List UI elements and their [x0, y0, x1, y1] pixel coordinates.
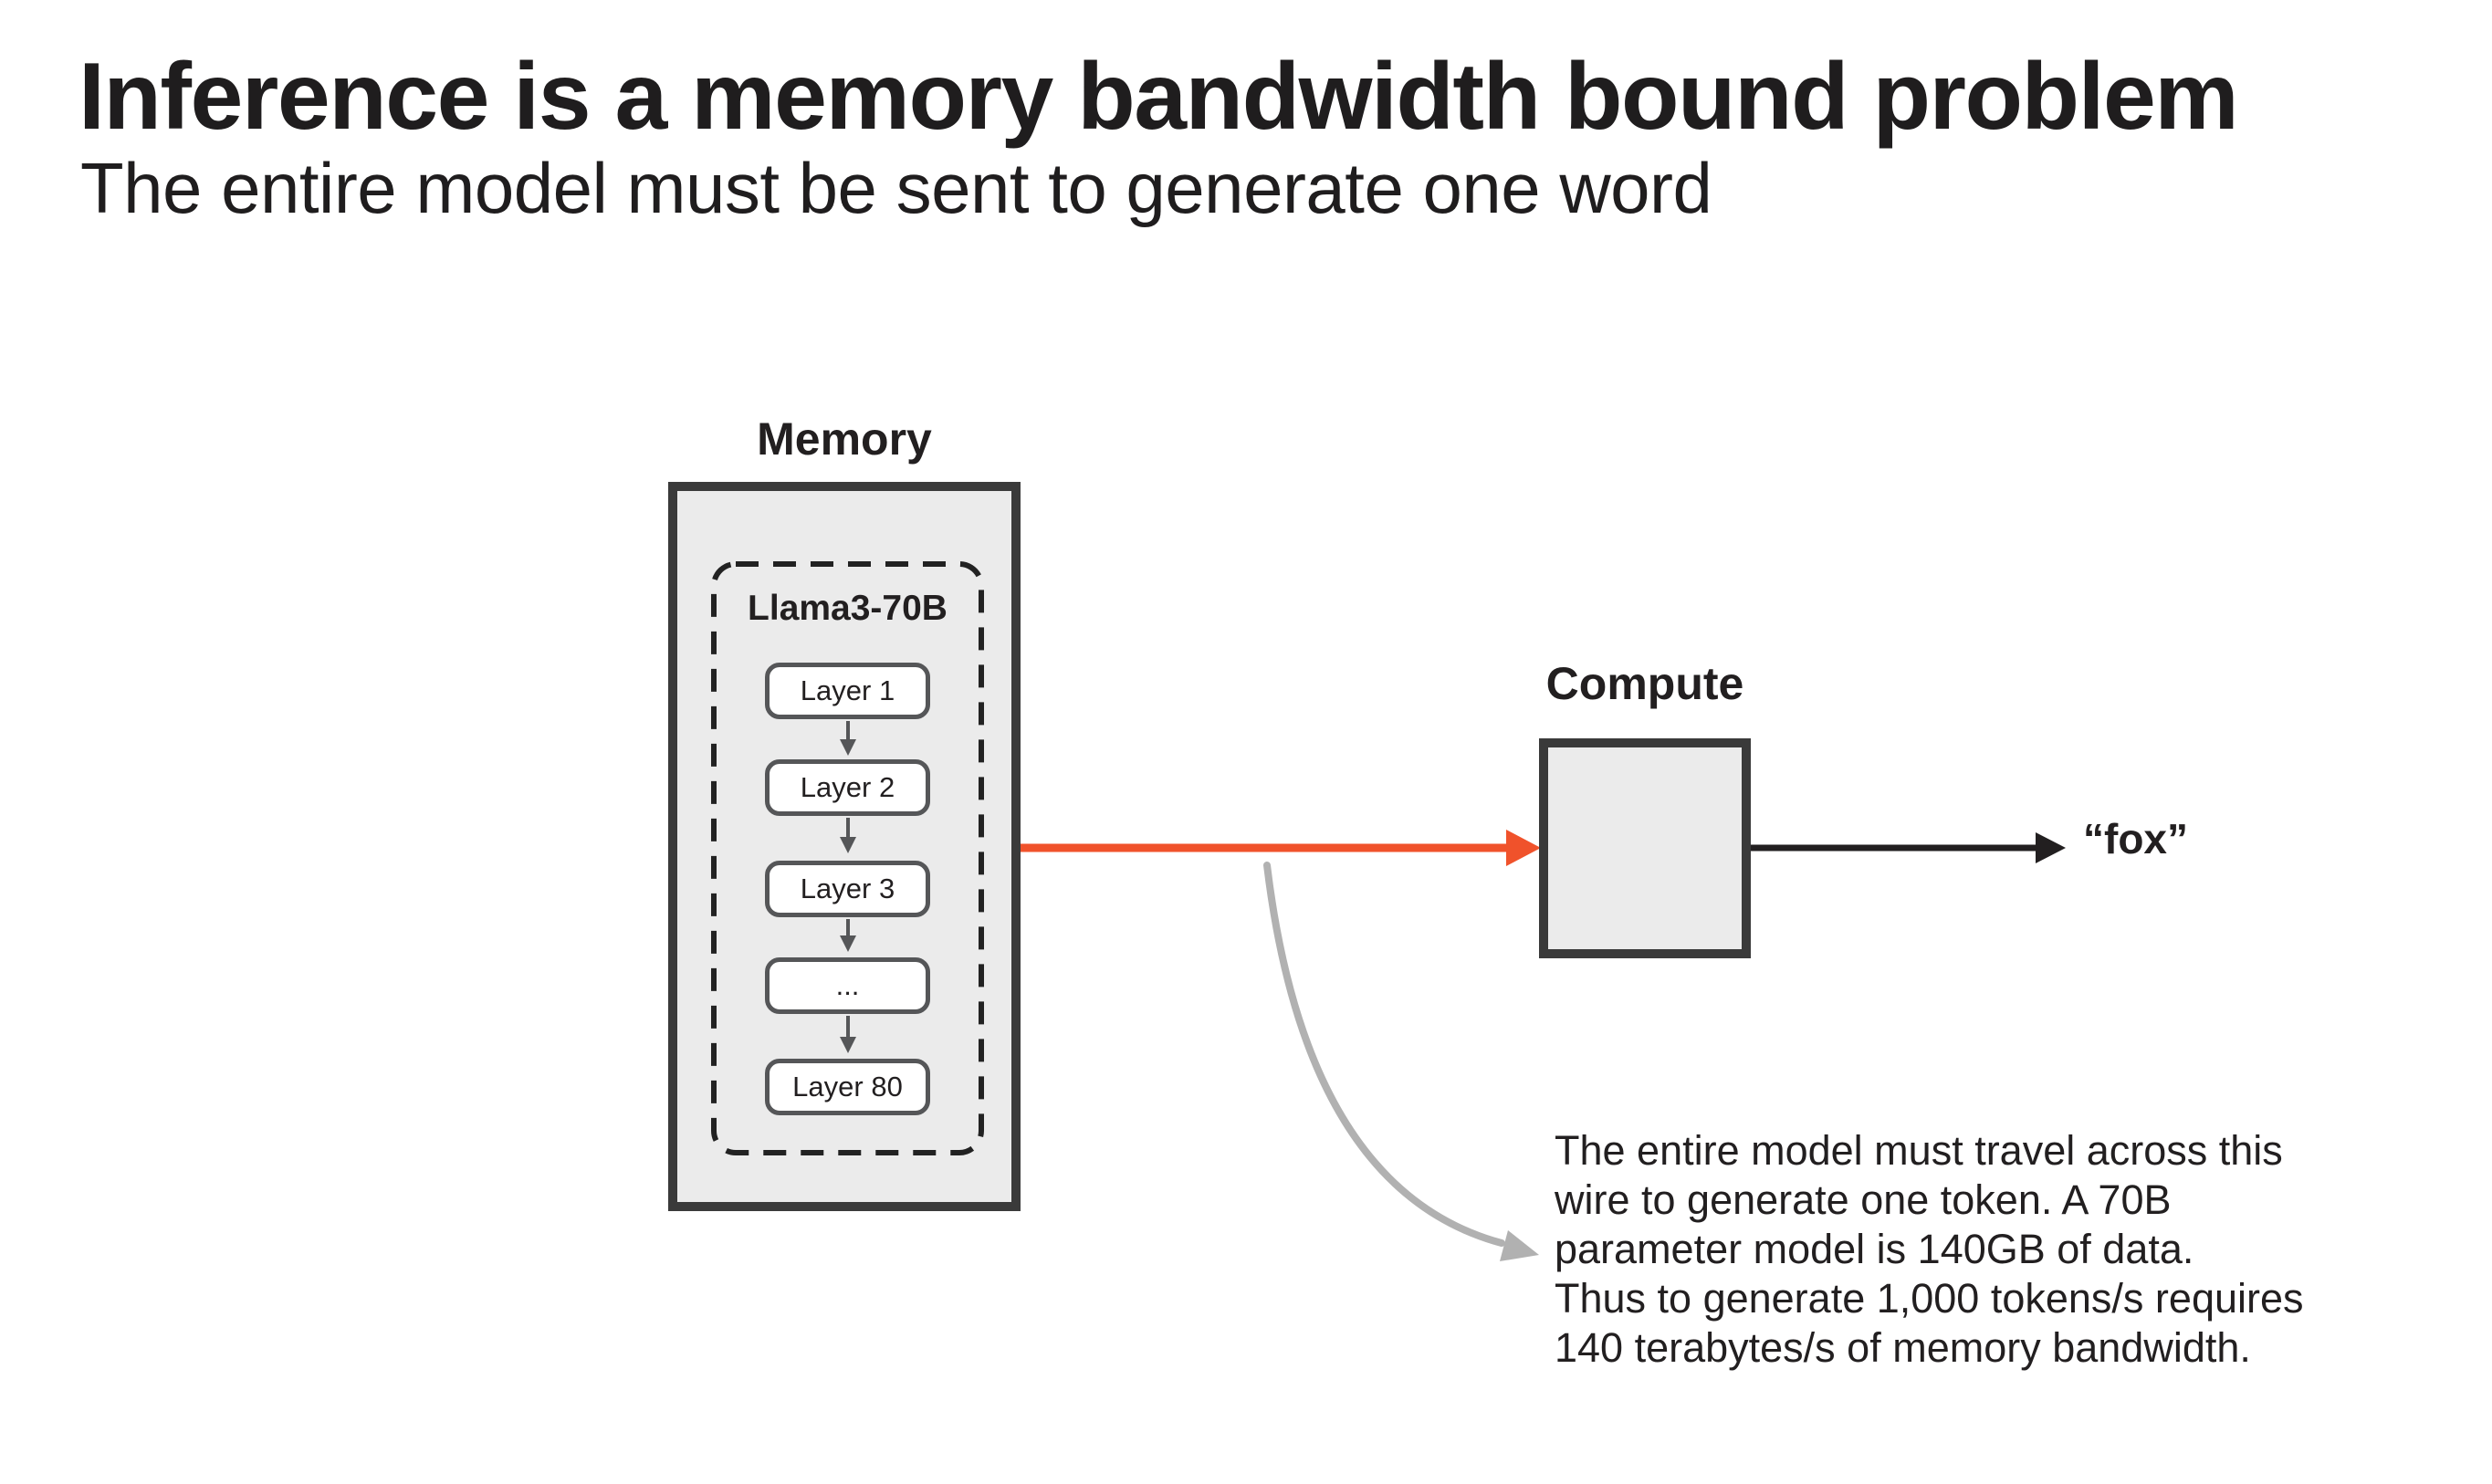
compute-output-arrow [1751, 832, 2066, 863]
annotation-line: Thus to generate 1,000 tokens/s requires [1555, 1275, 2304, 1322]
annotation-text: The entire model must travel across this… [1555, 1126, 2304, 1373]
compute-label: Compute [1545, 658, 1744, 709]
layer-box: Layer 2 [765, 759, 930, 816]
memory-to-compute-arrow [1021, 830, 1541, 866]
layer-box: Layer 1 [765, 663, 930, 719]
wire-annotation-arrow [1263, 862, 1539, 1261]
annotation-line: 140 terabytes/s of memory bandwidth. [1555, 1324, 2251, 1371]
output-word: “fox” [2083, 815, 2188, 862]
compute-box [1539, 738, 1751, 958]
annotation-line: wire to generate one token. A 70B [1555, 1176, 2172, 1223]
annotation-line: parameter model is 140GB of data. [1555, 1226, 2194, 1272]
page-subtitle: The entire model must be sent to generat… [80, 148, 1712, 228]
layer-box: Layer 3 [765, 861, 930, 917]
memory-label: Memory [757, 413, 932, 465]
layer-box: Layer 80 [765, 1059, 930, 1115]
layer-box-ellipsis: ... [765, 957, 930, 1014]
page-title: Inference is a memory bandwidth bound pr… [79, 44, 2239, 150]
model-label: Llama3-70B [748, 589, 948, 628]
annotation-line: The entire model must travel across this [1555, 1127, 2283, 1174]
